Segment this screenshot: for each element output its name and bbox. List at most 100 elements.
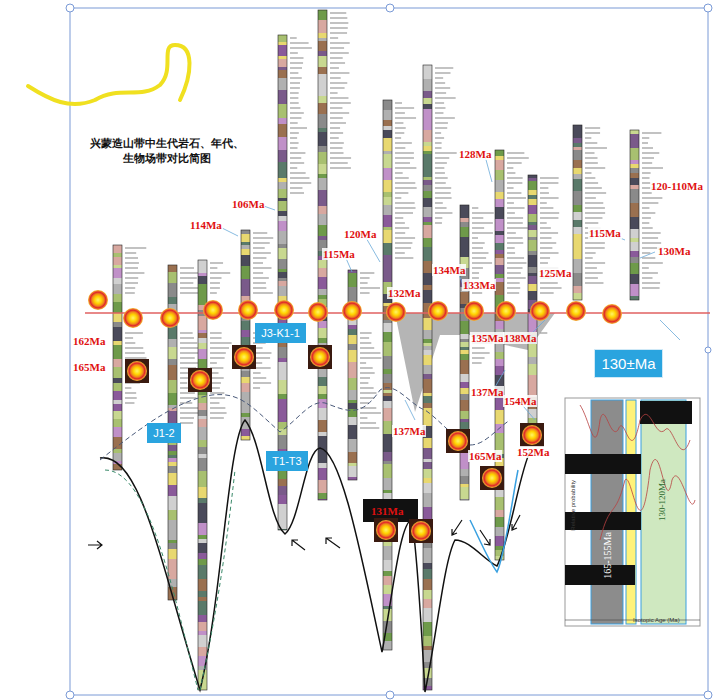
column-bed — [383, 342, 392, 356]
column-bed — [168, 485, 177, 496]
column-note — [642, 232, 661, 233]
column-bed — [423, 558, 432, 563]
column-bed — [278, 486, 287, 495]
column-note — [180, 357, 195, 358]
column-note — [360, 357, 381, 358]
column-bed — [198, 440, 207, 447]
column-bed — [113, 265, 122, 268]
column-bed — [168, 445, 177, 451]
column-note — [472, 362, 482, 363]
column-note — [507, 177, 523, 178]
column-bed — [495, 231, 504, 235]
column-note — [125, 292, 135, 293]
column-bed — [630, 203, 639, 217]
column-bed — [168, 559, 177, 566]
column-note — [585, 262, 605, 263]
column-note — [180, 277, 197, 278]
column-bed — [383, 606, 392, 609]
age-label: 106Ma — [231, 198, 265, 210]
column-note — [253, 277, 269, 278]
column-note — [472, 217, 483, 218]
column-note — [395, 127, 406, 128]
column-note — [360, 292, 370, 293]
column-bed — [495, 274, 504, 278]
column-bed — [630, 217, 639, 229]
column-bed — [423, 185, 432, 191]
column-bed — [198, 559, 207, 565]
column-bed — [573, 168, 582, 174]
column-bed — [573, 174, 582, 179]
column-note — [360, 392, 376, 393]
column-bed — [495, 352, 504, 359]
column-note — [472, 262, 492, 263]
column-bed — [318, 369, 327, 377]
column-bed — [348, 400, 357, 403]
column-bed — [168, 347, 177, 359]
column-bed — [528, 284, 537, 291]
column-bed — [573, 150, 582, 160]
column-bed — [318, 420, 327, 432]
column-note — [253, 237, 273, 238]
column-bed — [495, 510, 504, 517]
column-bed — [168, 365, 177, 369]
column-bed — [241, 282, 250, 296]
column-note — [585, 217, 602, 218]
column-bed — [383, 390, 392, 393]
column-bed — [168, 510, 177, 520]
column-note — [585, 222, 598, 223]
column-bed — [318, 152, 327, 164]
column-note — [507, 227, 528, 228]
column-note — [290, 57, 304, 58]
column-note — [435, 137, 444, 138]
column-bed — [168, 359, 177, 365]
age-marker — [274, 300, 294, 320]
column-note — [642, 192, 652, 193]
column-bed — [241, 377, 250, 383]
column-bed — [423, 622, 432, 636]
column-note — [642, 202, 658, 203]
column-note — [253, 272, 263, 273]
column-note — [125, 352, 145, 353]
column-note — [540, 332, 547, 333]
column-bed — [318, 174, 327, 178]
column-note — [210, 362, 217, 363]
column-bed — [113, 257, 122, 265]
column-note — [507, 157, 529, 158]
column-note — [395, 172, 403, 173]
column-note — [330, 102, 351, 103]
column-bed — [383, 461, 392, 464]
column-bed — [460, 411, 469, 419]
sample-marker-dot — [482, 468, 502, 488]
column-bed — [460, 469, 469, 476]
column-bed — [630, 173, 639, 178]
sample-marker-dot — [310, 347, 330, 367]
column-bed — [423, 191, 432, 198]
column-bed — [630, 251, 639, 257]
column-bed — [278, 78, 287, 90]
sample-marker — [374, 518, 398, 542]
column-bed — [113, 313, 122, 322]
column-note — [472, 272, 479, 273]
column-note — [180, 332, 193, 333]
column-bed — [278, 221, 287, 231]
column-note — [540, 257, 550, 258]
column-note — [540, 212, 559, 213]
column-note — [330, 87, 345, 88]
column-note — [180, 342, 197, 343]
column-bed — [423, 396, 432, 403]
column-note — [395, 207, 416, 208]
column-bed — [460, 342, 469, 347]
column-bed — [460, 237, 469, 243]
column-bed — [528, 240, 537, 251]
column-note — [435, 182, 446, 183]
column-bed — [113, 449, 122, 453]
column-bed — [348, 325, 357, 329]
column-bed — [460, 360, 469, 374]
column-note — [395, 187, 417, 188]
column-note — [290, 192, 304, 193]
column-note — [507, 262, 526, 263]
column-note — [507, 182, 522, 183]
column-bed — [495, 527, 504, 536]
column-note — [642, 277, 653, 278]
column-note — [125, 287, 135, 288]
